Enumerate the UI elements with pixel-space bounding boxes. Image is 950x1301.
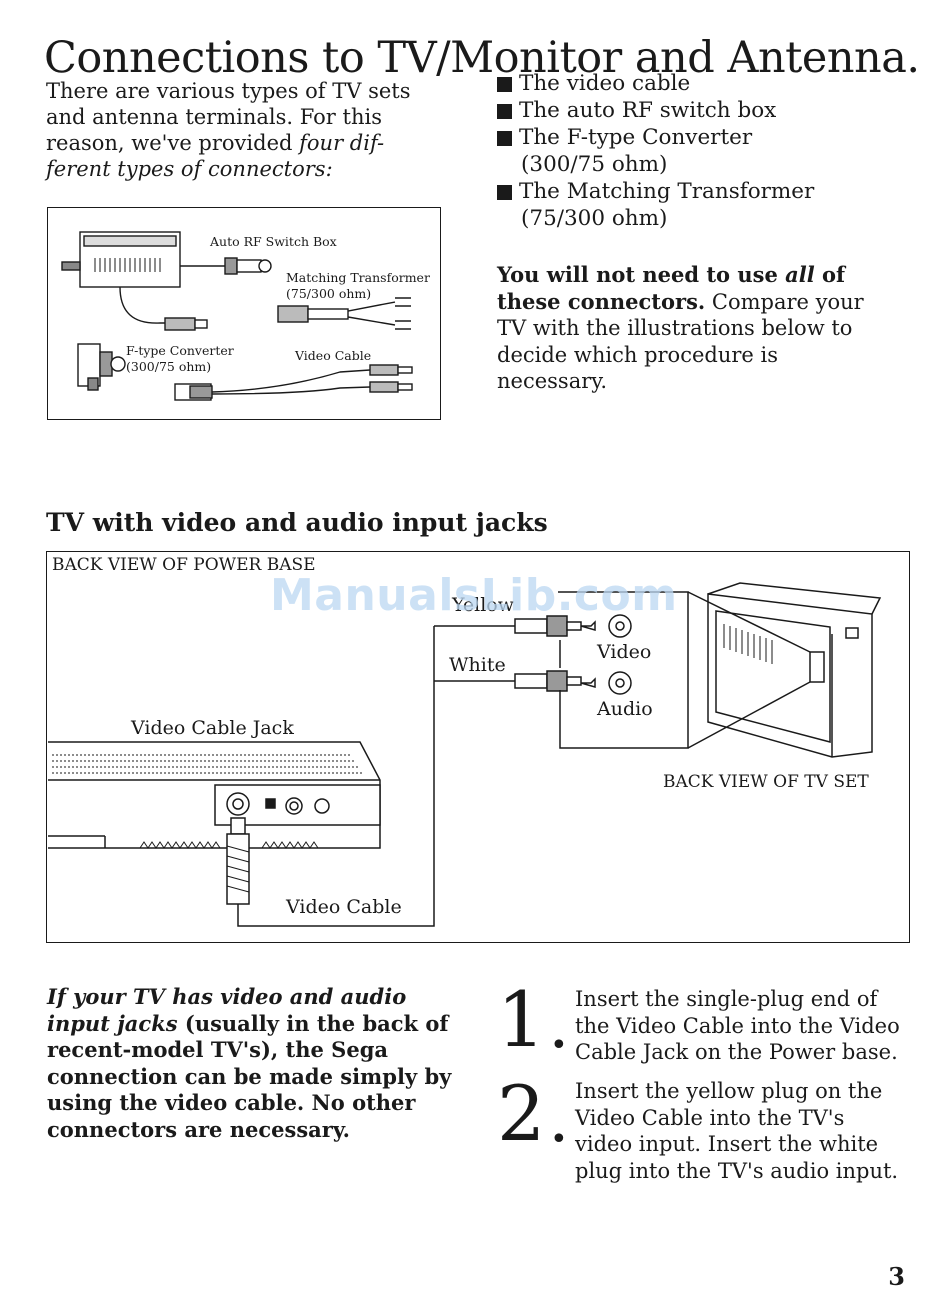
label-audio-jack: Audio	[597, 698, 653, 720]
page-title: Connections to TV/Monitor and Antenna.	[44, 32, 920, 83]
label-white: White	[449, 654, 506, 676]
connector-label: The auto RF switch box	[519, 98, 777, 123]
intro-lead: There are various types of TV sets and a…	[46, 79, 411, 155]
bullet-square-icon	[497, 104, 512, 119]
list-item: The F-type Converter(300/75 ohm)	[497, 124, 814, 178]
label-video-cable: Video Cable	[295, 348, 372, 363]
label-video-jack: Video	[597, 641, 652, 663]
label-yellow: Yellow	[452, 594, 514, 616]
bullet-square-icon	[497, 131, 512, 146]
step-dot-icon: •	[550, 1122, 568, 1157]
instructions-paragraph: If your TV has video and audio input jac…	[47, 984, 457, 1143]
connector-sub: (300/75 ohm)	[521, 152, 668, 177]
page-number: 3	[888, 1262, 905, 1291]
compare-bold: You will not need to use all of these co…	[497, 262, 846, 314]
label-matching-transformer: Matching Transformer	[286, 270, 430, 285]
connectors-diagram	[47, 207, 441, 420]
connector-label: The video cable	[519, 71, 691, 96]
list-item: The auto RF switch box	[497, 97, 814, 124]
label-video-cable-2: Video Cable	[286, 896, 402, 918]
connector-label: The Matching Transformer	[519, 179, 815, 204]
label-f-type-converter: F-type Converter	[126, 343, 234, 358]
bullet-square-icon	[497, 77, 512, 92]
label-matching-transformer-ohm: (75/300 ohm)	[286, 286, 372, 301]
step-number: 2	[497, 1069, 546, 1158]
compare-rest: Compare your TV with the illustrations b…	[497, 289, 864, 394]
section-title: TV with video and audio input jacks	[46, 508, 548, 537]
list-item: The video cable	[497, 70, 814, 97]
label-back-view-tv-set: BACK VIEW OF TV SET	[663, 772, 869, 792]
connector-sub: (75/300 ohm)	[521, 206, 668, 231]
instructions-emphasis: If your TV has video and audio input jac…	[47, 984, 407, 1036]
step-number: 1	[497, 975, 546, 1064]
watermark: ManualsLib.com	[270, 570, 678, 621]
connector-label: The F-type Converter	[519, 125, 753, 150]
label-f-type-converter-ohm: (300/75 ohm)	[126, 359, 212, 374]
instructions-rest: (usually in the back of recent-model TV'…	[47, 1010, 452, 1142]
connector-list: The video cable The auto RF switch box T…	[497, 70, 814, 232]
label-back-view-power-base: BACK VIEW OF POWER BASE	[52, 555, 316, 575]
intro-emphasis: four dif- ferent types of connectors:	[46, 131, 385, 181]
step-text: Insert the single-plug end of the Video …	[575, 987, 900, 1064]
intro-paragraph: There are various types of TV sets and a…	[46, 78, 426, 182]
compare-paragraph: You will not need to use all of these co…	[497, 262, 887, 395]
label-auto-rf-switch-box: Auto RF Switch Box	[210, 234, 337, 249]
bullet-square-icon	[497, 185, 512, 200]
step-text: Insert the yellow plug on the Video Cabl…	[575, 1079, 899, 1183]
connection-diagram	[46, 551, 910, 943]
step-dot-icon: •	[550, 1028, 568, 1063]
label-video-cable-jack: Video Cable Jack	[131, 717, 294, 739]
list-item: The Matching Transformer(75/300 ohm)	[497, 178, 814, 232]
